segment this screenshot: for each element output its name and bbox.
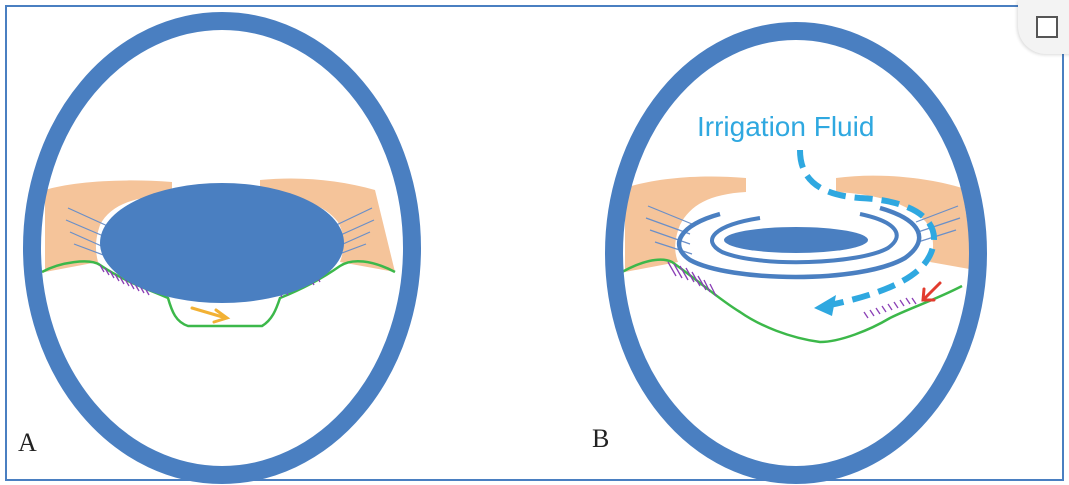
irrigation-arrowhead-icon bbox=[814, 295, 836, 316]
iris-right-a bbox=[260, 178, 395, 272]
fibrosis-right-b bbox=[863, 297, 917, 319]
square-icon bbox=[1036, 16, 1058, 38]
lens-nucleus-a bbox=[100, 183, 344, 303]
eye-outline-a bbox=[23, 12, 421, 484]
panel-a-label: A bbox=[18, 428, 37, 457]
arrow-yellow-icon bbox=[190, 306, 231, 324]
capsular-bag-outer bbox=[676, 205, 922, 280]
corner-button[interactable] bbox=[1018, 0, 1069, 54]
iris-right-b bbox=[836, 175, 975, 270]
panel-b-label: B bbox=[592, 424, 610, 453]
arrow-red-icon bbox=[921, 281, 942, 302]
capsular-bag-inner bbox=[710, 212, 899, 265]
irrigation-flow-path bbox=[797, 149, 938, 308]
capsule-membrane-b bbox=[621, 258, 963, 344]
irrigation-fluid-label: Irrigation Fluid bbox=[697, 111, 874, 142]
iris-left-b bbox=[625, 176, 746, 272]
lens-nucleus-b bbox=[724, 227, 868, 253]
eye-outline-b bbox=[605, 22, 987, 484]
zonules-right-b bbox=[915, 205, 961, 243]
fibrosis-left-b bbox=[667, 261, 717, 297]
zonules-left-a bbox=[65, 207, 113, 257]
iris-left-a bbox=[45, 180, 172, 272]
panel-b: Irrigation Fluid bbox=[605, 22, 987, 484]
panel-a bbox=[23, 12, 421, 484]
